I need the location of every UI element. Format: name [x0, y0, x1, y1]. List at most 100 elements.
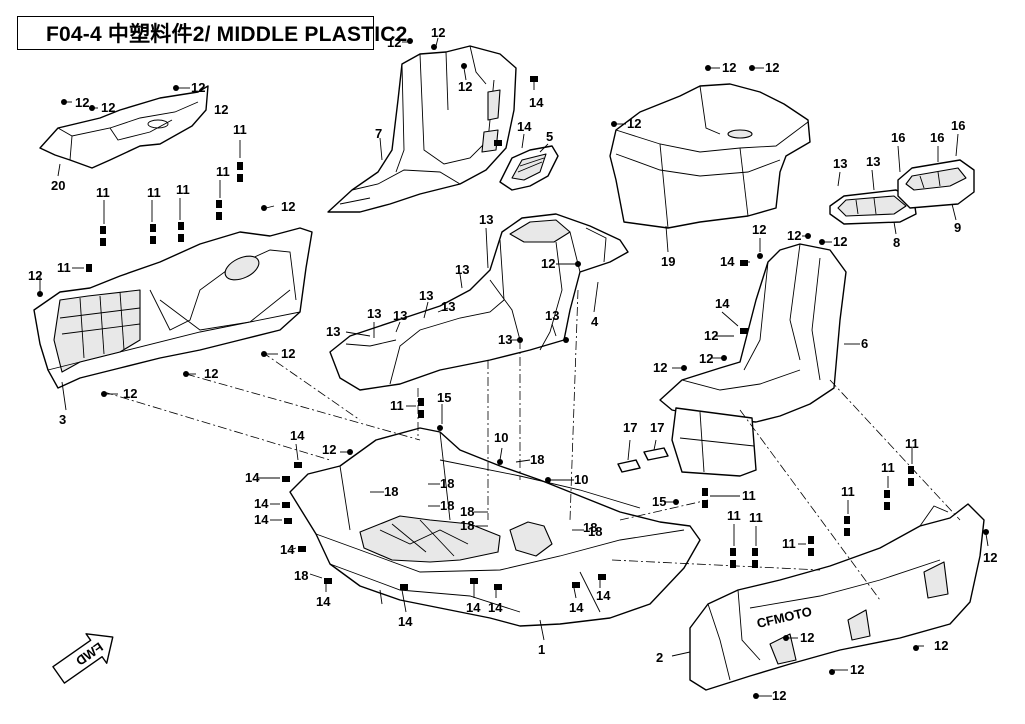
- part-7-left-upper-panel: [327, 45, 517, 213]
- callout-label-t5: 14: [517, 119, 532, 134]
- callout-label-t12: 20: [51, 178, 65, 193]
- callout-label-t40: 13: [326, 324, 340, 339]
- callout-label-t93: 12: [934, 638, 948, 653]
- callout-label-t36: 13: [479, 212, 493, 227]
- callout-label-t27: 12: [627, 116, 641, 131]
- battery-box: [671, 407, 757, 477]
- callout-label-t51: 14: [715, 296, 730, 311]
- part-2-right-side-panel: CFMOTO: [689, 503, 985, 691]
- callout-label-t61: 14: [254, 496, 269, 511]
- callout-label-t79: 18: [294, 568, 308, 583]
- callout-label-t14: 11: [96, 185, 110, 200]
- part-19-storage-tub: [609, 83, 811, 229]
- callout-label-t70: 10: [494, 430, 508, 445]
- part-5-grille: [499, 145, 559, 191]
- callout-label-t9: 12: [101, 100, 115, 115]
- callout-label-t63: 14: [280, 542, 295, 557]
- callout-label-t18: 12: [281, 199, 295, 214]
- callout-label-t15: 11: [147, 185, 161, 200]
- callout-label-t33: 16: [951, 118, 965, 133]
- callout-label-t81: 14: [466, 600, 481, 615]
- callout-label-t88: 11: [782, 536, 796, 551]
- callout-label-t56: 11: [390, 398, 404, 413]
- leader-lines: [39, 37, 989, 697]
- callout-label-t28: 19: [661, 254, 675, 269]
- callout-label-t95: 12: [850, 662, 864, 677]
- part-1-floor-pan: [289, 427, 701, 627]
- callout-label-t37: 13: [455, 262, 469, 277]
- callout-label-t49: 12: [833, 234, 847, 249]
- callout-label-t2: 12: [431, 25, 445, 40]
- callout-label-t38: 12: [541, 256, 555, 271]
- callout-label-t31: 16: [891, 130, 905, 145]
- part-9-cover: [897, 159, 975, 209]
- callout-label-t97: 12: [772, 688, 786, 703]
- callout-label-t43: 13: [419, 288, 433, 303]
- callout-label-t19: 12: [28, 268, 42, 283]
- callout-label-t72: 10: [574, 472, 588, 487]
- part-8-pad: [829, 189, 917, 225]
- callout-label-t87: 11: [749, 510, 763, 525]
- callout-label-t42: 13: [393, 308, 407, 323]
- callout-label-t30: 13: [866, 154, 880, 169]
- callout-label-t84: 14: [596, 588, 611, 603]
- callout-label-t50: 14: [720, 254, 735, 269]
- callout-label-t73: 18: [583, 520, 597, 535]
- callout-label-t10: 12: [191, 80, 205, 95]
- callout-label-t32: 16: [930, 130, 944, 145]
- callout-label-t64: 18: [384, 484, 398, 499]
- callout-label-t24: 3: [59, 412, 66, 427]
- callout-label-t75: 17: [650, 420, 664, 435]
- callout-label-t21: 12: [281, 346, 295, 361]
- callout-label-t89: 11: [841, 484, 855, 499]
- callout-label-t54: 12: [653, 360, 667, 375]
- callout-label-t1: 12: [387, 35, 401, 50]
- callout-label-t58: 14: [290, 428, 305, 443]
- callout-label-t68: 18: [460, 518, 474, 533]
- callout-label-t35: 9: [954, 220, 961, 235]
- fasteners: [37, 38, 989, 699]
- callout-label-t25: 12: [722, 60, 736, 75]
- callout-label-t71: 18: [588, 524, 602, 539]
- callout-label-t77: 11: [742, 488, 756, 503]
- callout-label-t80: 14: [398, 614, 413, 629]
- callout-label-t8: 12: [75, 95, 89, 110]
- callout-label-t29: 13: [833, 156, 847, 171]
- part-3-left-side-panel: [33, 227, 313, 389]
- callout-label-t92: 12: [983, 550, 997, 565]
- callout-label-t34: 8: [893, 235, 900, 250]
- callout-label-t46: 13: [545, 308, 559, 323]
- callout-label-t65: 18: [440, 476, 454, 491]
- callout-label-t20: 11: [57, 260, 71, 275]
- callout-label-t67: 18: [460, 504, 474, 519]
- callout-label-t60: 14: [245, 470, 260, 485]
- callout-label-t16: 11: [176, 182, 190, 197]
- callout-label-t91: 11: [905, 436, 919, 451]
- fwd-arrow-icon: FWD: [52, 633, 114, 684]
- callout-label-t66: 18: [440, 498, 454, 513]
- callout-label-t90: 11: [881, 460, 895, 475]
- callout-label-t39: 4: [591, 314, 599, 329]
- callout-label-t96: 12: [800, 630, 814, 645]
- callout-label-t26: 12: [765, 60, 779, 75]
- callout-label-t83: 14: [569, 600, 584, 615]
- callout-label-t74: 17: [623, 420, 637, 435]
- callout-label-t4: 14: [529, 95, 544, 110]
- callout-label-t78: 14: [316, 594, 331, 609]
- callout-label-t6: 5: [546, 129, 553, 144]
- callout-label-t69: 18: [530, 452, 544, 467]
- part-20-cover-plate: [39, 85, 209, 169]
- callout-label-t3: 12: [458, 79, 472, 94]
- callout-label-t11: 12: [214, 102, 228, 117]
- diagram-title: F04-4 中塑料件2/ MIDDLE PLASTIC2: [17, 16, 407, 50]
- callout-label-t52: 12: [704, 328, 718, 343]
- callout-label-t85: 1: [538, 642, 545, 657]
- callout-label-t13: 11: [233, 122, 247, 137]
- callout-label-t57: 15: [437, 390, 451, 405]
- callout-label-t86: 11: [727, 508, 741, 523]
- callout-label-t55: 12: [699, 351, 713, 366]
- callout-label-t44: 13: [441, 299, 455, 314]
